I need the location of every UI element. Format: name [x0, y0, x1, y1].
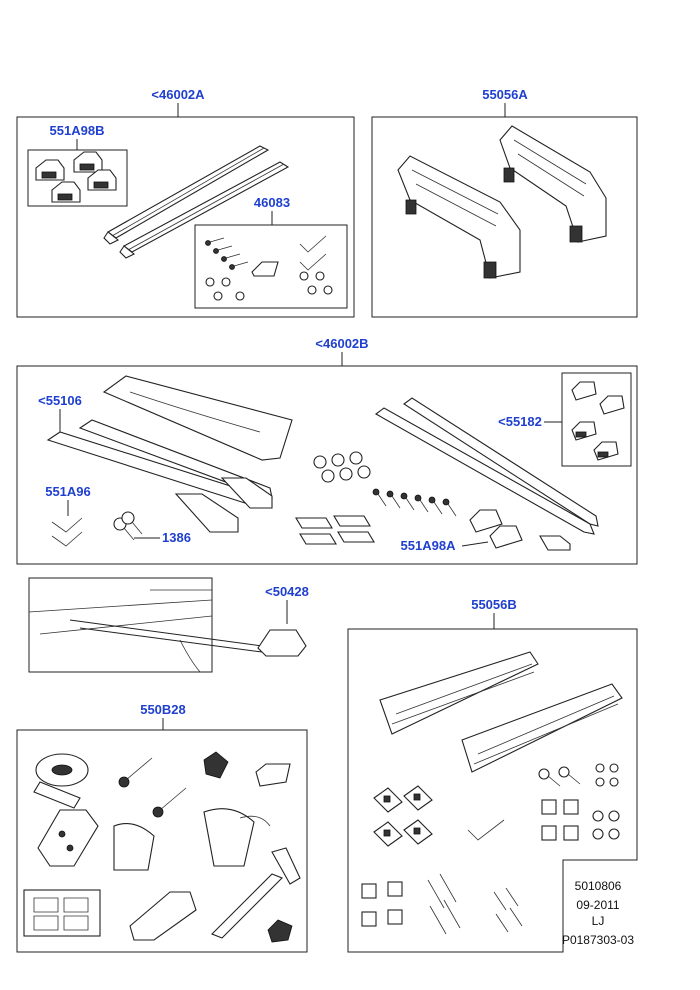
cycle-carrier-parts — [23, 751, 301, 943]
reference-line-4: P0187303-03 — [562, 933, 634, 947]
callout-allen-keys[interactable]: 551A96 — [45, 484, 91, 499]
panel-cycle-carrier-kit: 550B28 — [16, 702, 308, 953]
panel-ski-carrier-b: 55056B — [347, 597, 638, 953]
foot-pad-group-a — [35, 151, 117, 203]
foot-pads-b — [469, 509, 523, 549]
ski-carrier-frame-a — [397, 125, 607, 279]
fixing-point-cover — [257, 629, 307, 657]
callout-roof-bars-set-a[interactable]: <46002A — [151, 87, 205, 102]
washer-cluster — [313, 451, 371, 483]
panel-roof-bars-set-a: <46002A 551A98B 46083 — [16, 87, 355, 318]
reference-line-2: 09-2011 — [576, 898, 619, 912]
callout-roof-bars-set-b[interactable]: <46002B — [315, 336, 368, 351]
panel-fixing-point: <50428 — [28, 577, 309, 673]
panel-roof-bars-set-b: <46002B <55106 <55182 — [16, 336, 638, 565]
load-bars-b — [374, 397, 599, 551]
roof-bar-pair-b — [46, 419, 273, 533]
allen-key-1 — [51, 517, 83, 533]
panel-ski-carrier-a: 55056A — [371, 87, 638, 318]
callout-fitting-kit[interactable]: 46083 — [254, 195, 290, 210]
allen-key-2 — [51, 531, 83, 547]
callout-feet-pads-b[interactable]: 551A98A — [401, 538, 457, 553]
callout-pads-set[interactable]: <55182 — [498, 414, 542, 429]
clamp-brackets — [295, 515, 375, 545]
fitting-kit-parts — [205, 235, 333, 301]
roof-bar-pair-a — [103, 145, 290, 259]
callout-bar-assembly[interactable]: <55106 — [38, 393, 82, 408]
callout-ski-carrier-b[interactable]: 55056B — [471, 597, 517, 612]
callout-feet-pads-a[interactable]: 551A98B — [50, 123, 105, 138]
pads-set-b — [571, 381, 625, 461]
callout-cycle-carrier-kit[interactable]: 550B28 — [140, 702, 186, 717]
bolt-row — [372, 488, 457, 517]
callout-ski-carrier-a[interactable]: 55056A — [482, 87, 528, 102]
ski-carrier-small-parts — [361, 763, 620, 935]
reference-line-1: 5010806 — [575, 879, 622, 893]
key-set — [113, 511, 143, 541]
reference-block: 5010806 09-2011 LJ P0187303-03 — [562, 879, 634, 947]
reference-line-3: LJ — [592, 914, 605, 928]
ski-carrier-bars-b — [379, 651, 623, 773]
storage-bag — [102, 375, 293, 461]
callout-fixing-point[interactable]: <50428 — [265, 584, 309, 599]
callout-keys[interactable]: 1386 — [162, 530, 191, 545]
